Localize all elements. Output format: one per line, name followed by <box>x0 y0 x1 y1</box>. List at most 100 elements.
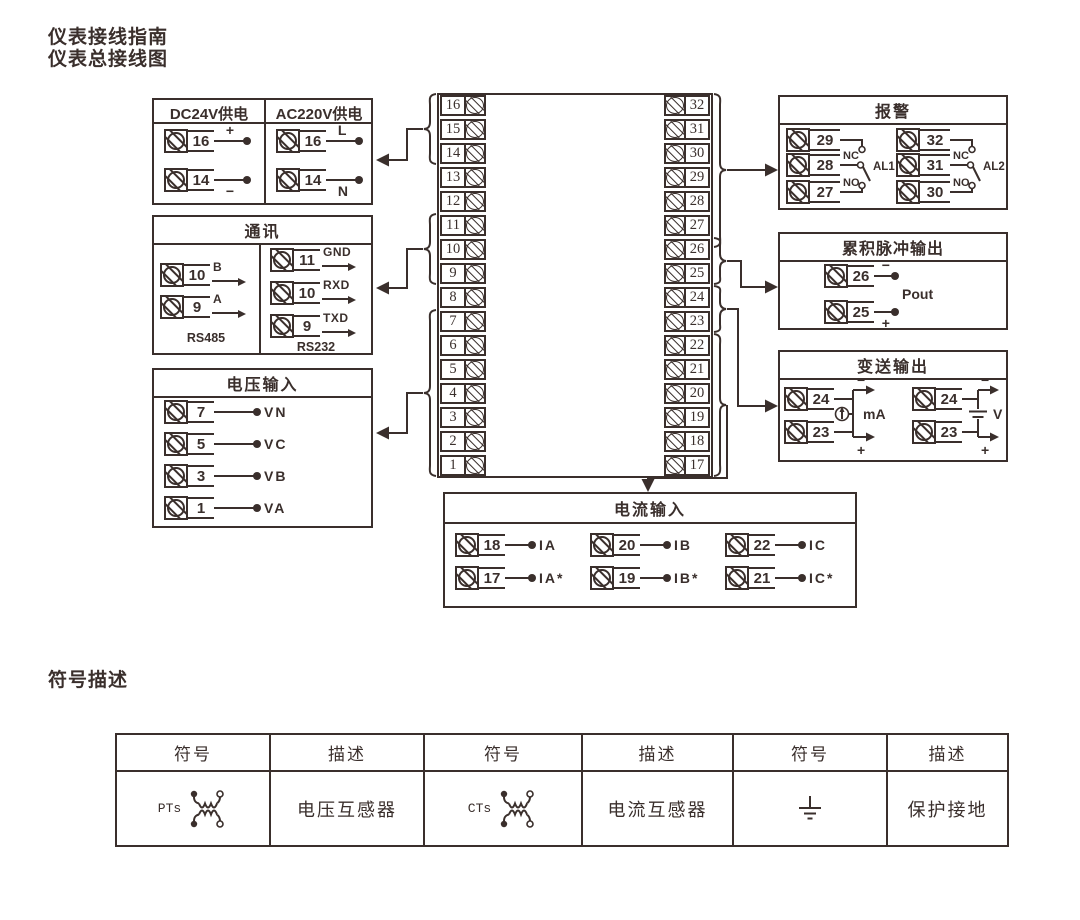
terminal-32: 32 <box>896 127 950 153</box>
terminal-rs485-a: 9 A <box>160 292 248 320</box>
table-header: 符号 <box>425 735 583 772</box>
strip-terminal-13: 13 <box>440 167 486 188</box>
terminal-ma-23: 23 <box>784 419 834 445</box>
svg-text:NO: NO <box>843 177 860 189</box>
terminal-v-23: 23 <box>912 419 962 445</box>
terminal-28: 28 <box>786 152 840 178</box>
strip-terminal-5: 5 <box>440 359 486 380</box>
terminal-number: 22 <box>689 337 705 354</box>
terminal-number: 18 <box>479 534 505 556</box>
phase-label: IB <box>674 537 692 553</box>
line-sign: L <box>337 122 347 138</box>
wire-dot <box>528 574 536 582</box>
arrow-right-icon <box>765 399 778 413</box>
wire-dot <box>663 541 671 549</box>
signal-label: RXD <box>323 278 350 292</box>
strip-terminal-16: 16 <box>440 95 486 116</box>
screw-terminal-icon <box>784 387 808 411</box>
terminal-number: 26 <box>848 265 874 287</box>
terminal-20: 20 IB <box>590 532 692 558</box>
svg-text:V: V <box>993 406 1003 422</box>
terminal-number: 19 <box>614 567 640 589</box>
voltage-output-symbol: − + V <box>962 376 1003 458</box>
protective-earth-icon <box>799 795 821 819</box>
screw-terminal-icon <box>164 432 188 456</box>
screw-terminal-icon <box>912 387 936 411</box>
terminal-number: 12 <box>445 193 461 210</box>
terminal-dc-16: 16 + <box>164 123 251 154</box>
terminal-dc-14: 14 − <box>164 167 251 198</box>
screw-terminal-icon <box>666 433 686 450</box>
pt-symbol-cell: PTs <box>117 772 271 845</box>
wire-dot <box>253 408 261 416</box>
strip-terminal-23: 23 <box>664 311 710 332</box>
screw-terminal-icon <box>896 180 920 204</box>
terminal-vb: 3 VB <box>164 463 287 489</box>
ac-power-title: AC220V供电 <box>275 106 363 123</box>
symbol-section-title: 符号描述 <box>48 670 129 691</box>
screw-terminal-icon <box>455 533 479 557</box>
wire <box>214 472 261 480</box>
strip-terminal-15: 15 <box>440 119 486 140</box>
screw-terminal-icon <box>464 145 484 162</box>
table-header: 符号 <box>117 735 271 772</box>
header-underline <box>154 122 371 124</box>
screw-terminal-icon <box>666 97 686 114</box>
terminal-number: 1 <box>449 457 457 474</box>
terminal-21: 21 IC* <box>725 565 834 591</box>
terminal-31: 31 <box>896 152 950 178</box>
phase-label: VC <box>264 436 288 452</box>
strip-terminal-17: 17 <box>664 455 710 476</box>
dc-power-title: DC24V供电 <box>169 106 249 123</box>
strip-terminal-18: 18 <box>664 431 710 452</box>
terminal-number: 2 <box>449 433 457 450</box>
wire <box>214 440 261 448</box>
voltage-transformer-icon <box>191 789 225 828</box>
phase-label: IB* <box>674 570 700 586</box>
terminal-number: 14 <box>300 169 326 191</box>
wire-dot <box>355 176 363 184</box>
phase-label: IC <box>809 537 827 553</box>
screw-terminal-icon <box>666 457 686 474</box>
strip-terminal-25: 25 <box>664 263 710 284</box>
terminal-vc: 5 VC <box>164 431 287 457</box>
phase-label: IA* <box>539 570 565 586</box>
current-transformer-icon <box>501 789 535 828</box>
screw-terminal-icon <box>786 128 810 152</box>
terminal-number: 25 <box>848 301 874 323</box>
terminal-number: 24 <box>936 388 962 410</box>
strip-terminal-24: 24 <box>664 287 710 308</box>
table-header: 符号 <box>734 735 888 772</box>
alarm-box: 报警 <box>778 95 1008 210</box>
strip-terminal-20: 20 <box>664 383 710 404</box>
terminal-number: 28 <box>689 193 705 210</box>
terminal-number: 11 <box>446 217 460 234</box>
terminal-ac-16: 16 L <box>276 123 363 154</box>
terminal-rs232-gnd: 11 GND <box>270 245 358 273</box>
terminal-number: 14 <box>188 169 214 191</box>
strip-terminal-27: 27 <box>664 215 710 236</box>
terminal-number: 4 <box>449 385 457 402</box>
wire-to-pulse-box <box>727 260 765 288</box>
terminal-number: 10 <box>445 241 461 258</box>
strip-terminal-3: 3 <box>440 407 486 428</box>
screw-terminal-icon <box>464 385 484 402</box>
strip-terminal-19: 19 <box>664 407 710 428</box>
terminal-number: 23 <box>936 421 962 443</box>
screw-terminal-icon <box>464 337 484 354</box>
terminal-number: 26 <box>689 241 705 258</box>
terminal-number: 23 <box>808 421 834 443</box>
screw-terminal-icon <box>464 409 484 426</box>
terminal-number: 8 <box>449 289 457 306</box>
strip-terminal-7: 7 <box>440 311 486 332</box>
terminal-26: 26 − <box>824 258 899 289</box>
ct-description: 电流互感器 <box>583 772 734 845</box>
terminal-number: 29 <box>810 129 840 151</box>
screw-terminal-icon <box>590 533 614 557</box>
phase-label: VN <box>264 404 288 420</box>
svg-text:−: − <box>981 376 989 388</box>
arrow-right-icon <box>765 163 778 177</box>
screw-terminal-icon <box>666 361 686 378</box>
terminal-number: 3 <box>449 409 457 426</box>
terminal-number: 6 <box>449 337 457 354</box>
